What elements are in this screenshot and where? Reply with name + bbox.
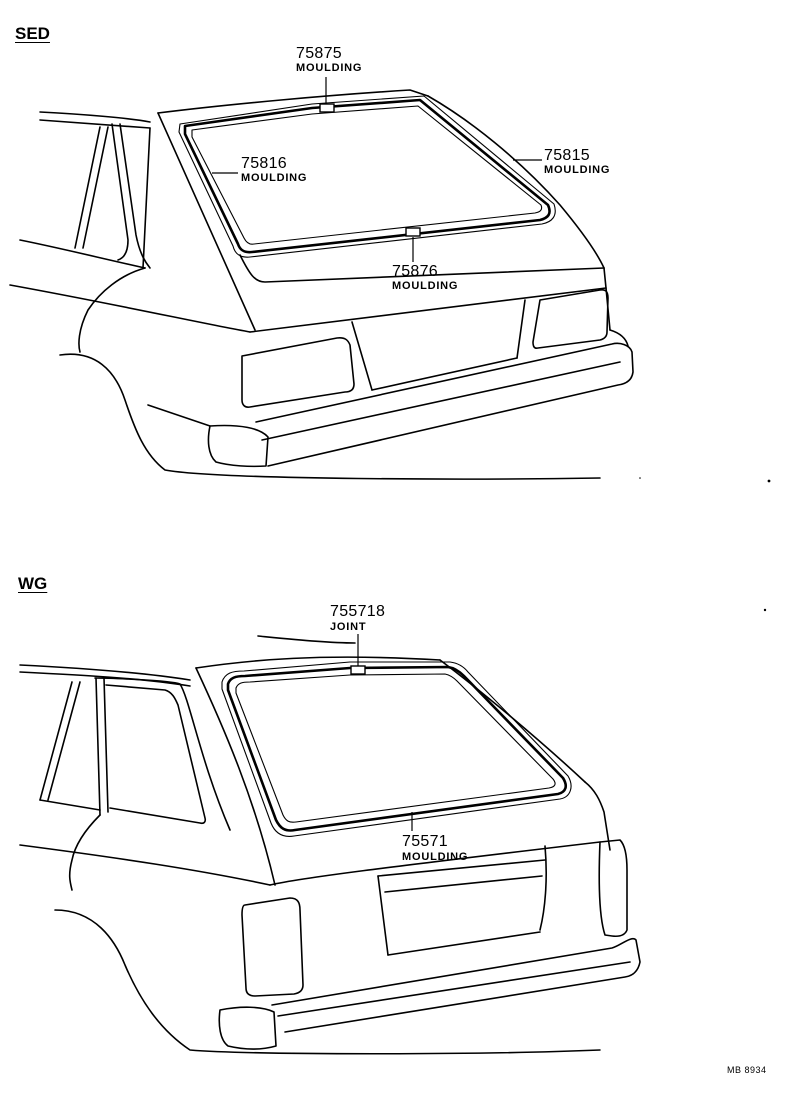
part-name-75571: MOULDING bbox=[402, 851, 469, 863]
part-number-75815: 75815 bbox=[544, 147, 590, 164]
part-number-75571: 75571 bbox=[402, 833, 448, 850]
section-label-sed: SED bbox=[15, 24, 50, 43]
part-name-75816: MOULDING bbox=[241, 172, 308, 184]
part-number-75876: 75876 bbox=[392, 263, 438, 280]
section-label-wg: WG bbox=[18, 574, 48, 593]
sed-rear-glass bbox=[178, 95, 556, 258]
part-name-75876: MOULDING bbox=[392, 280, 459, 292]
wg-rear-glass bbox=[221, 661, 572, 837]
sed-car-illustration bbox=[9, 89, 634, 480]
part-number-75875: 75875 bbox=[296, 45, 342, 62]
part-name-75875: MOULDING bbox=[296, 62, 363, 74]
sed-top-joint bbox=[319, 103, 335, 113]
part-name-75815: MOULDING bbox=[544, 164, 611, 176]
wg-car-illustration bbox=[19, 635, 641, 1055]
diagram-reference-code: MB 8934 bbox=[727, 1065, 767, 1075]
sed-bottom-joint bbox=[405, 227, 421, 237]
part-number-755718: 755718 bbox=[330, 603, 386, 620]
part-name-755718: JOINT bbox=[330, 621, 367, 633]
part-number-75816: 75816 bbox=[241, 155, 287, 172]
wg-top-joint bbox=[350, 665, 366, 675]
